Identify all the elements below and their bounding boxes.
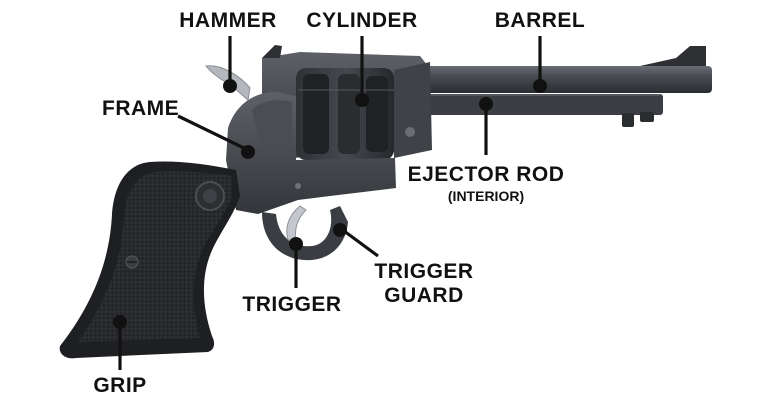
frame-leader: [177, 114, 249, 152]
ejector-rod-tip: [622, 113, 634, 127]
label-ejector-rod-note: (INTERIOR): [448, 188, 524, 204]
leader-lines: [118, 36, 542, 370]
revolver-illustration: [59, 45, 712, 359]
label-frame: FRAME: [102, 97, 179, 120]
hammer-dot: [223, 79, 237, 93]
barrel: [405, 66, 712, 93]
ejector-rod-housing: [405, 94, 663, 115]
front-sight: [640, 46, 706, 66]
label-ejector-rod: EJECTOR ROD: [408, 163, 565, 186]
frame-dot: [241, 145, 255, 159]
part-labels: HAMMER CYLINDER BARREL FRAME EJECTOR ROD…: [93, 9, 586, 397]
ejector-rod-end: [640, 112, 654, 122]
label-trigger-guard-line2: GUARD: [384, 284, 464, 307]
label-trigger-guard-line1: TRIGGER: [374, 260, 473, 283]
trigger-guard-dot: [333, 223, 347, 237]
trigger-guard-shape: [262, 206, 348, 261]
trigger-shape: [286, 205, 307, 241]
ejector-rod-dot: [479, 97, 493, 111]
cylinder-dot: [355, 93, 369, 107]
leader-dots: [113, 79, 547, 329]
label-barrel: BARREL: [495, 9, 586, 32]
trigger-dot: [289, 237, 303, 251]
grip-dot: [113, 315, 127, 329]
label-grip: GRIP: [93, 374, 146, 397]
label-hammer: HAMMER: [179, 9, 277, 32]
label-cylinder: CYLINDER: [306, 9, 417, 32]
label-trigger: TRIGGER: [242, 293, 341, 316]
barrel-dot: [533, 79, 547, 93]
